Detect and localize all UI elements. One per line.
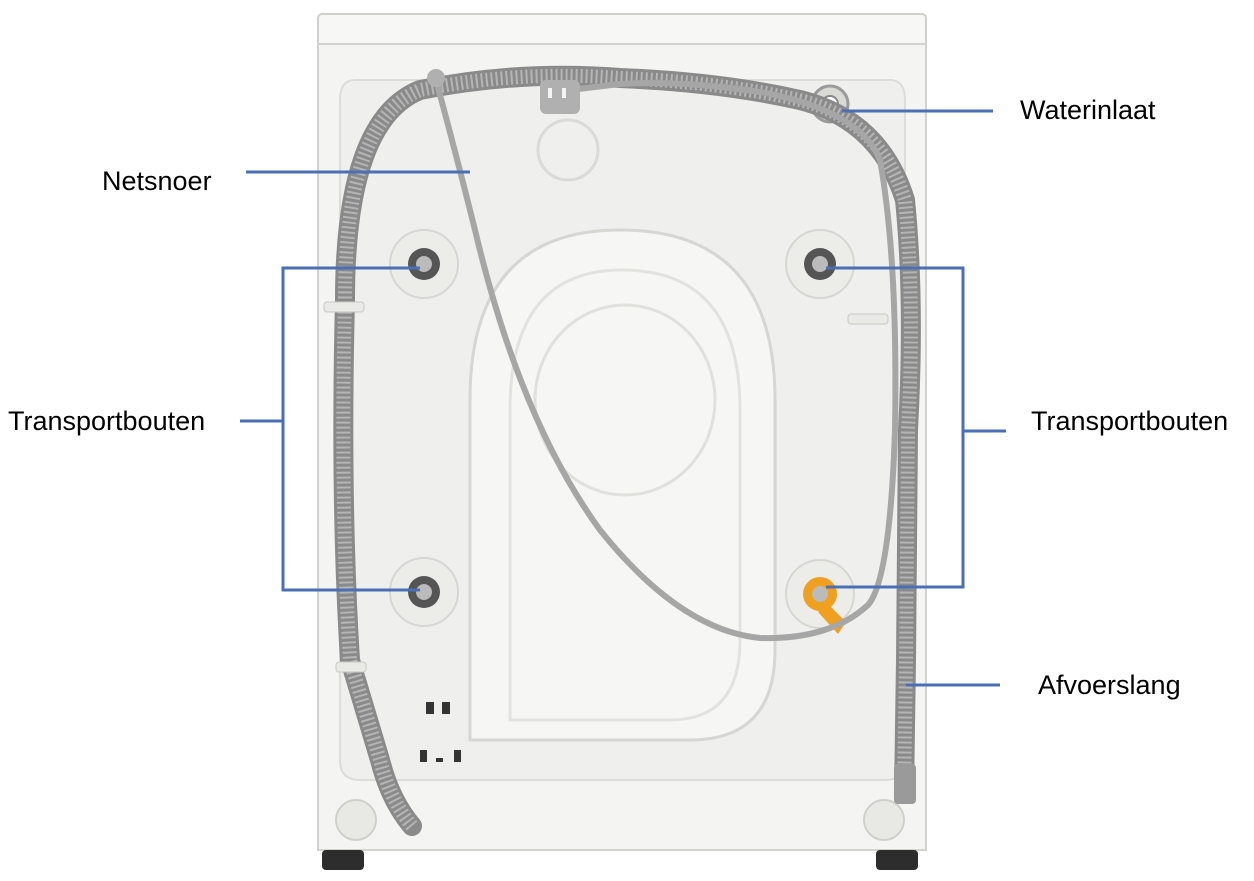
corner-foot-recess-right bbox=[863, 799, 905, 841]
label-netsnoer: Netsnoer bbox=[102, 166, 212, 196]
bolt-bottom-left bbox=[389, 557, 459, 627]
bracket-transportbouten-left bbox=[281, 266, 420, 592]
cord-grommet bbox=[427, 69, 445, 87]
leader-lines bbox=[240, 109, 1006, 687]
machine-lid bbox=[317, 13, 927, 47]
hose-clip bbox=[323, 301, 365, 313]
foot-right bbox=[876, 850, 918, 870]
slot bbox=[442, 702, 450, 714]
label-transportbouten-left: Transportbouten bbox=[8, 406, 206, 436]
top-boss bbox=[536, 118, 600, 182]
drain-hose bbox=[333, 65, 921, 836]
power-cord bbox=[433, 77, 899, 642]
slot bbox=[426, 702, 434, 714]
bolt-top-right bbox=[785, 229, 855, 299]
slot bbox=[436, 758, 443, 762]
bolt-bottom-right bbox=[785, 559, 855, 634]
label-afvoerslang: Afvoerslang bbox=[1038, 670, 1181, 700]
drum-center-hub bbox=[533, 303, 717, 497]
corner-foot-recess-left bbox=[335, 799, 377, 841]
slot bbox=[420, 750, 427, 762]
plug-icon bbox=[540, 80, 580, 114]
drum-cover bbox=[468, 228, 777, 742]
bracket-transportbouten-right bbox=[826, 266, 965, 589]
hose-clip bbox=[847, 313, 889, 325]
hose-clip bbox=[335, 661, 367, 673]
label-waterinlaat: Waterinlaat bbox=[1020, 95, 1156, 125]
foot-left bbox=[322, 850, 364, 870]
bolt-top-left bbox=[389, 229, 459, 299]
label-transportbouten-right: Transportbouten bbox=[1031, 406, 1229, 436]
drum-cover-inner bbox=[508, 268, 742, 722]
slot bbox=[454, 750, 461, 762]
drain-hose-end bbox=[894, 764, 916, 804]
